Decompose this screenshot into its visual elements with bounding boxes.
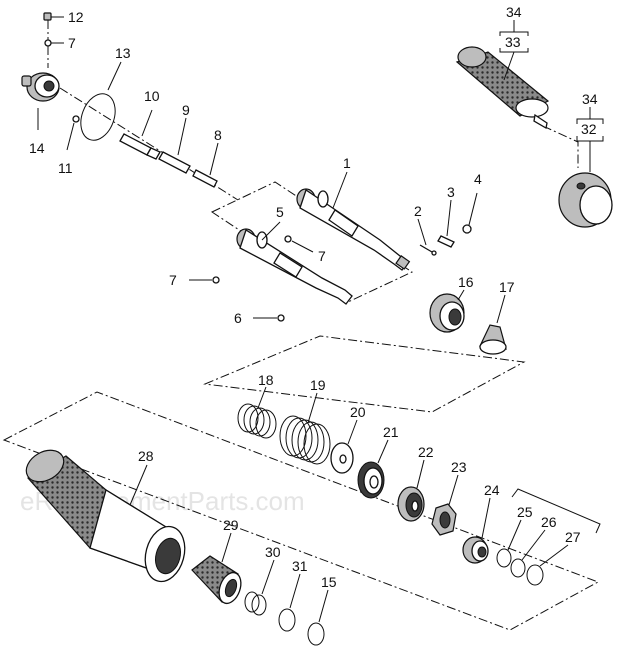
label-34-top: 34 — [506, 4, 522, 20]
label-26: 26 — [541, 514, 557, 530]
label-30: 30 — [265, 544, 281, 560]
label-25: 25 — [517, 504, 533, 520]
label-11: 11 — [58, 160, 73, 176]
label-5: 5 — [276, 204, 284, 220]
parts-25-27-bracket — [511, 488, 601, 534]
label-14: 14 — [29, 140, 45, 156]
part-34-32-bracket — [576, 107, 604, 172]
label-16: 16 — [458, 274, 474, 290]
part-1-upper-shaft — [296, 171, 411, 271]
label-12: 12 — [68, 9, 84, 25]
part-14-front-cap — [21, 72, 60, 130]
part-26-o-ring — [510, 529, 546, 578]
label-6: 6 — [234, 310, 242, 326]
label-3: 3 — [447, 184, 455, 200]
label-31: 31 — [292, 558, 308, 574]
label-4: 4 — [474, 171, 482, 187]
handle-axis-line — [542, 125, 579, 168]
part-13-o-ring — [80, 93, 116, 141]
label-29: 29 — [223, 517, 239, 533]
label-1: 1 — [343, 155, 351, 171]
part-7-ball-right — [284, 235, 314, 253]
label-8: 8 — [214, 127, 222, 143]
part-9-spring — [158, 117, 191, 174]
part-33-knurled-handle — [455, 46, 550, 130]
part-2-pin — [417, 218, 437, 256]
callout-labels: 12 7 13 10 9 8 14 11 34 33 34 32 1 3 4 2… — [29, 4, 598, 590]
part-7-ball-left — [189, 276, 220, 284]
label-32: 32 — [581, 121, 597, 137]
part-7-ball-top — [44, 39, 64, 47]
label-24: 24 — [484, 482, 500, 498]
part-28-housing — [25, 449, 186, 583]
label-10: 10 — [144, 88, 160, 104]
part-29-sleeve — [191, 532, 242, 605]
label-20: 20 — [350, 404, 366, 420]
part-22-bearing — [397, 459, 425, 522]
part-8-pin — [192, 142, 219, 188]
part-30-rings — [244, 559, 275, 616]
part-6-ball — [253, 314, 285, 322]
part-11-ball — [72, 115, 80, 123]
part-15-retaining-ring — [307, 589, 329, 646]
label-19: 19 — [310, 377, 326, 393]
part-34-33-bracket — [499, 20, 529, 81]
part-19-spring — [279, 392, 331, 465]
label-18: 18 — [258, 372, 274, 388]
label-27: 27 — [565, 529, 581, 545]
clutch-group-box — [203, 335, 526, 413]
part-21-bearing — [357, 439, 389, 499]
part-23-nut — [431, 474, 459, 536]
part-25-o-ring — [496, 519, 522, 568]
part-5-lower-shaft — [236, 221, 353, 305]
label-22: 22 — [418, 444, 434, 460]
part-17-cone-washer — [479, 294, 507, 355]
part-12-cap-screw — [43, 12, 64, 21]
label-23: 23 — [451, 459, 467, 475]
label-21: 21 — [383, 424, 399, 440]
part-3-small-spring — [437, 199, 455, 248]
label-7-mid: 7 — [318, 248, 326, 264]
label-17: 17 — [499, 279, 515, 295]
part-4-screw — [462, 192, 478, 234]
label-13: 13 — [115, 45, 131, 61]
label-2: 2 — [414, 203, 422, 219]
part-10-pin — [119, 109, 161, 160]
label-7-left: 7 — [169, 272, 177, 288]
label-34-right: 34 — [582, 91, 598, 107]
part-27-o-ring — [526, 544, 569, 586]
part-32-collar — [558, 172, 613, 228]
label-15: 15 — [321, 574, 337, 590]
part-16-bearing — [429, 289, 465, 333]
label-28: 28 — [138, 448, 154, 464]
part-24-bushing — [462, 497, 491, 564]
housing-group-box — [2, 391, 600, 631]
label-7-top: 7 — [68, 35, 76, 51]
part-31-retaining-ring — [278, 573, 301, 632]
label-9: 9 — [182, 102, 190, 118]
part-18-spring — [237, 386, 277, 439]
part-20-washer — [330, 419, 358, 474]
label-33: 33 — [505, 34, 521, 50]
